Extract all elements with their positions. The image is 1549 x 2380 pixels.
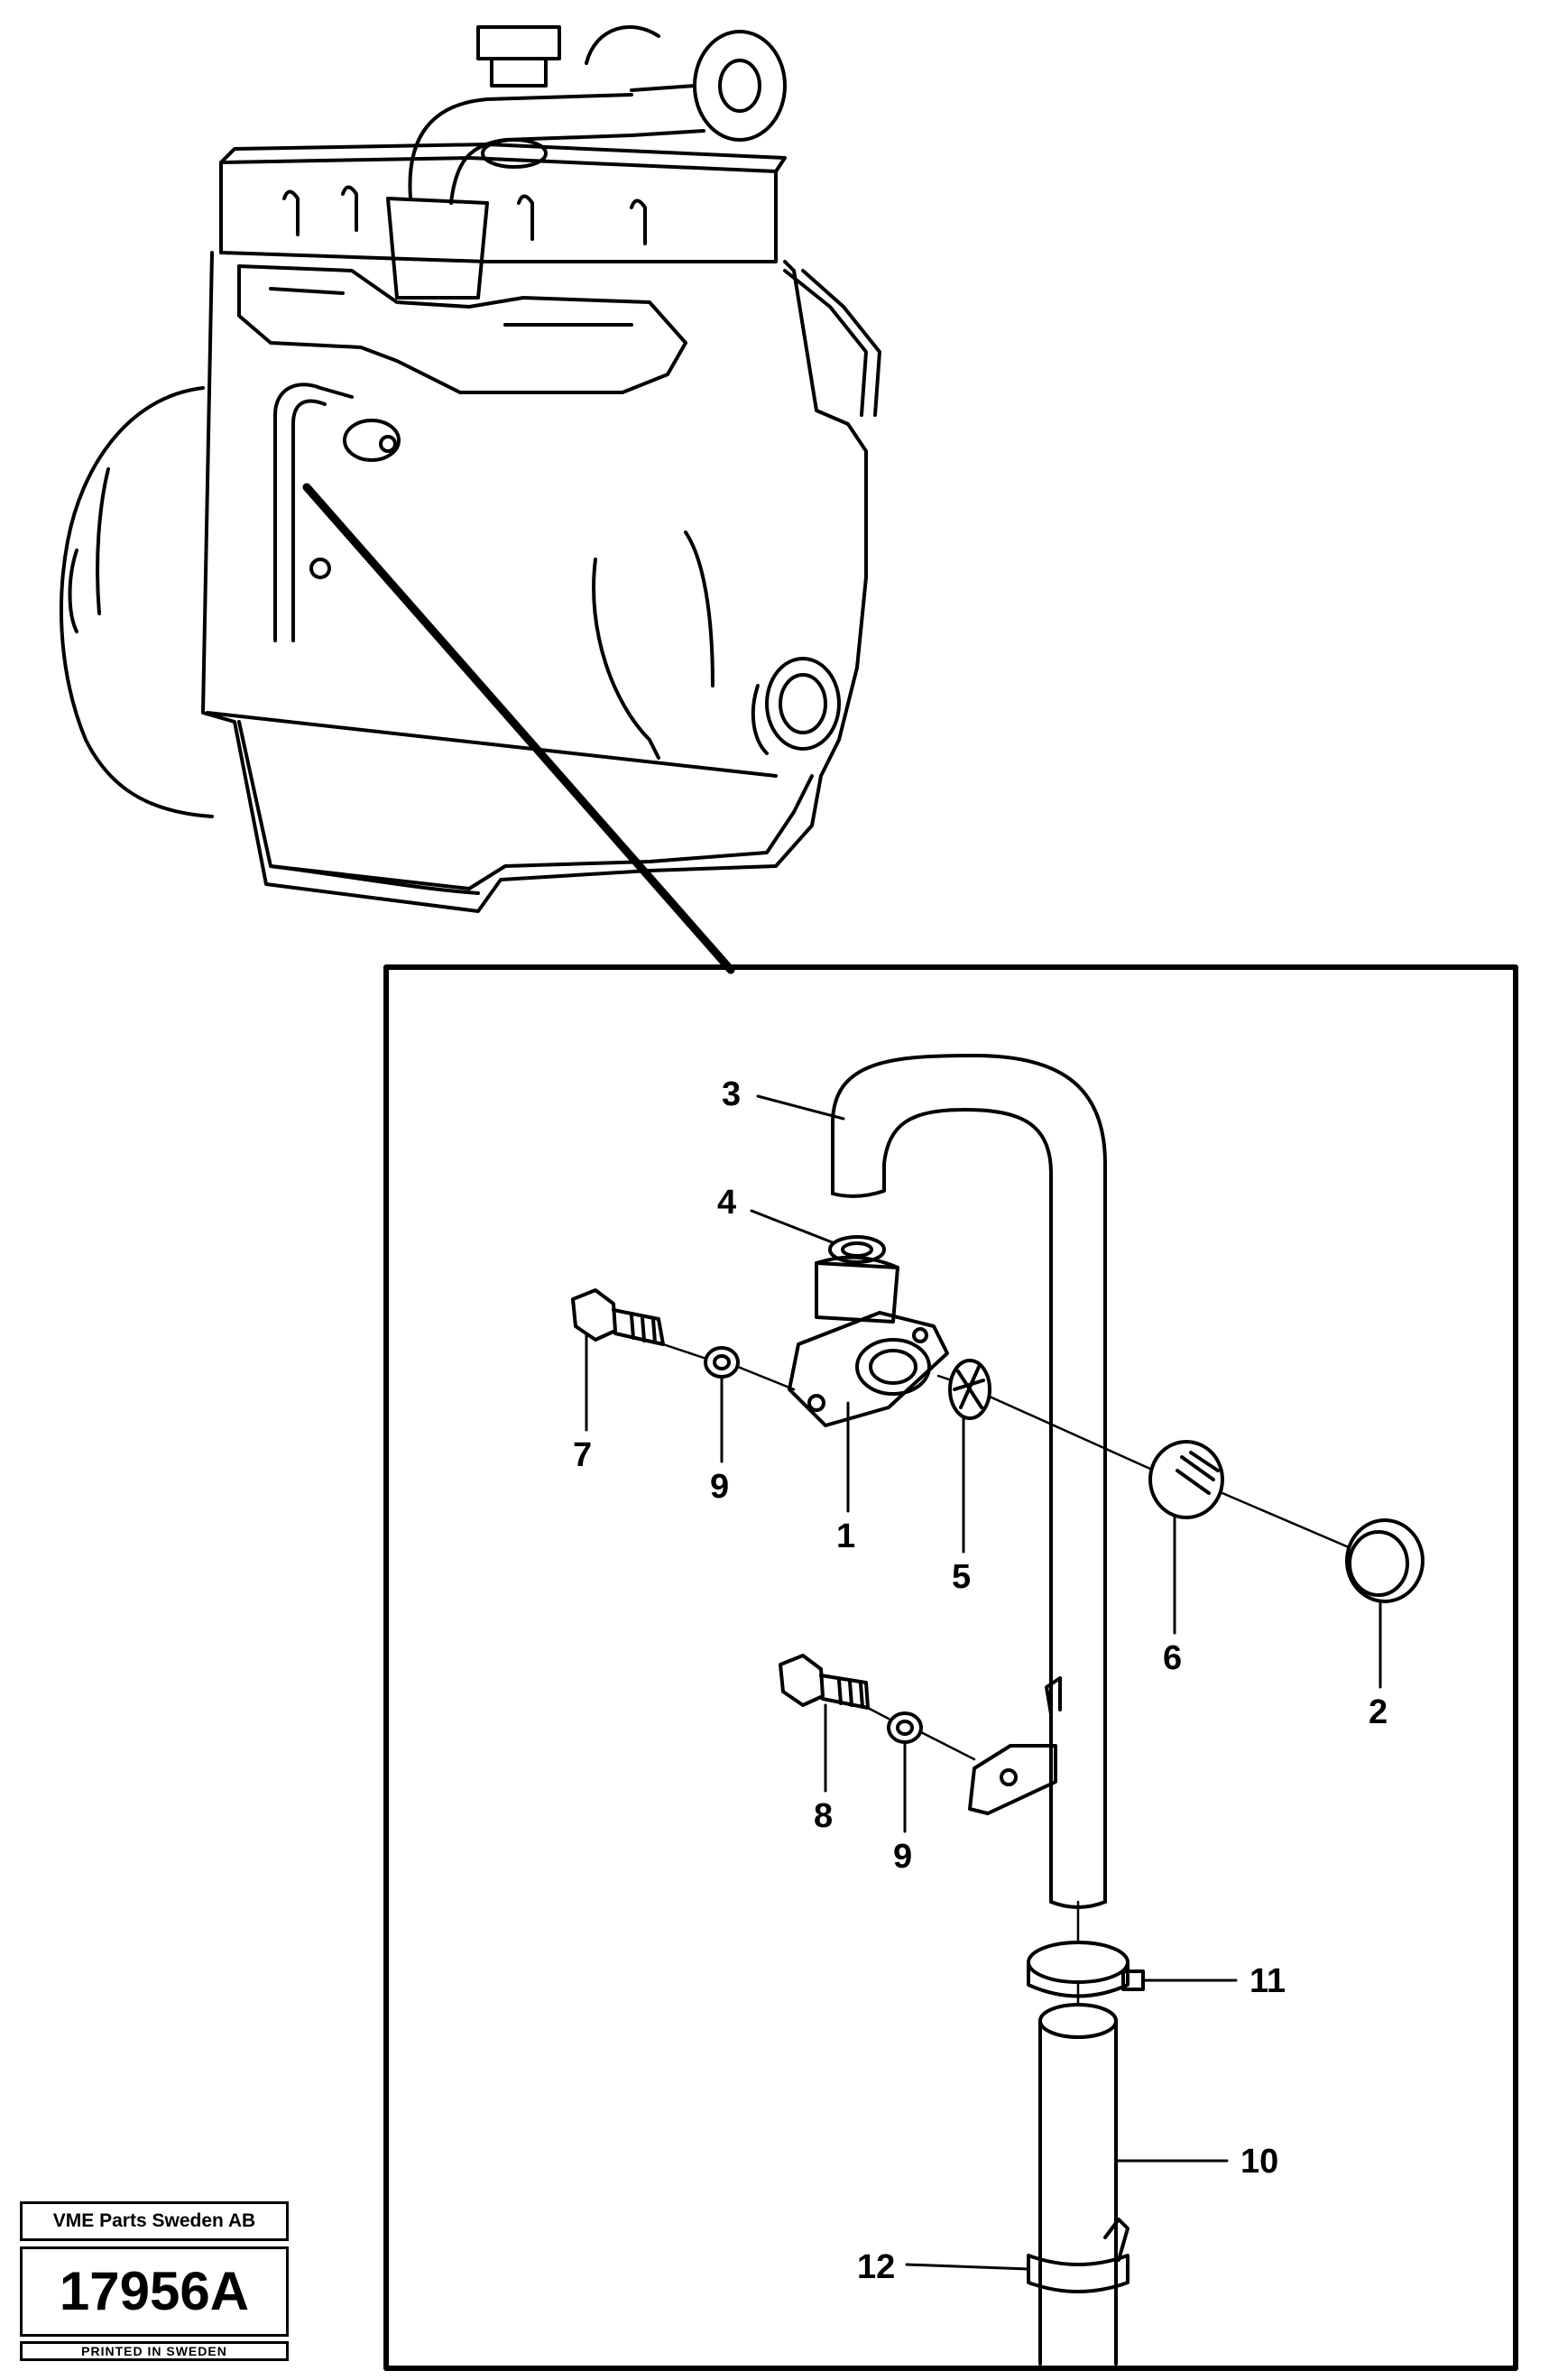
detail-frame xyxy=(383,964,1518,2371)
part-10-hose xyxy=(1038,2003,1118,2366)
callout-9-upper: 9 xyxy=(710,1468,729,1506)
part-3-breather-pipe xyxy=(831,1054,1107,1909)
callout-1: 1 xyxy=(836,1517,855,1555)
parts-stamp: VME Parts Sweden AB 17956A PRINTED IN SW… xyxy=(20,2201,289,2364)
part-12-hose-clip xyxy=(1027,2218,1129,2293)
part-7-bolt xyxy=(571,1288,665,1346)
part-11-hose-clamp xyxy=(1027,1941,1145,1998)
callout-4: 4 xyxy=(717,1184,736,1222)
detail-leader-line xyxy=(302,483,735,974)
explode-lines xyxy=(661,1342,1351,2006)
callout-leader-lines xyxy=(585,1094,1382,2271)
part-5-strainer xyxy=(948,1359,991,1420)
part-8-bolt xyxy=(779,1654,870,1710)
callout-5: 5 xyxy=(952,1558,971,1596)
illustration-number: 17956A xyxy=(20,2246,289,2337)
callout-8: 8 xyxy=(814,1797,833,1835)
part-2-cover xyxy=(1345,1518,1425,1603)
callout-labels: 3 4 7 9 1 5 6 2 8 9 11 10 12 xyxy=(573,1075,1388,2286)
part-9-washer-upper xyxy=(704,1346,740,1379)
part-6-filter-disc xyxy=(1148,1440,1224,1519)
callout-9-lower: 9 xyxy=(893,1838,912,1876)
printed-in-label: PRINTED IN SWEDEN xyxy=(20,2341,289,2361)
part-9-washer-lower xyxy=(887,1711,923,1744)
company-name: VME Parts Sweden AB xyxy=(20,2201,289,2241)
engine-overview xyxy=(59,25,881,913)
callout-12: 12 xyxy=(857,2248,895,2286)
part-1-flange-housing xyxy=(788,1255,949,1427)
callout-10: 10 xyxy=(1240,2143,1278,2181)
callout-2: 2 xyxy=(1369,1693,1388,1731)
callout-3: 3 xyxy=(722,1075,741,1113)
pipe-bracket xyxy=(968,1676,1062,1815)
callout-11: 11 xyxy=(1249,1962,1286,2000)
callout-6: 6 xyxy=(1163,1639,1182,1677)
callout-7: 7 xyxy=(573,1436,592,1474)
